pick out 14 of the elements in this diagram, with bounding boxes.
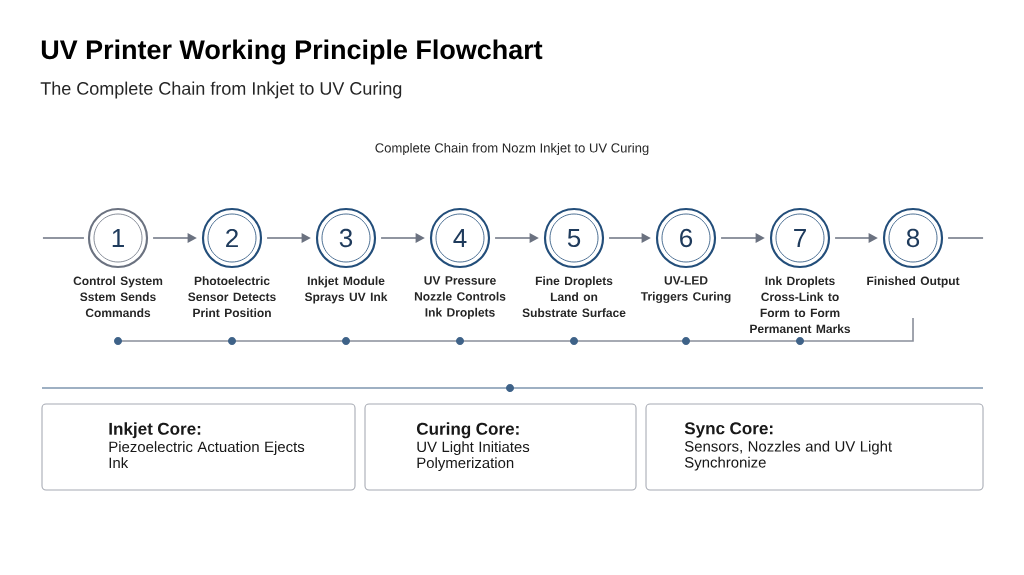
info-card: Sync Core: Sensors, Nozzles and UV Light Synchronize xyxy=(645,403,984,491)
title: UV Printer Working Principle Flowchart xyxy=(41,39,543,65)
chart-heading: Complete Chain from Nozm Inkjet to UV Curing xyxy=(375,142,649,156)
step-description: Fine Droplets Land on Substrate Surface xyxy=(522,276,626,318)
step-description: Finished Output xyxy=(867,276,960,288)
step-description: Photoelectric Sensor Detects Print Position xyxy=(188,276,276,318)
step-description: UV-LED Triggers Curing xyxy=(640,276,731,304)
step-description: Ink Droplets Cross-Link to Form to Form Permanent Marks xyxy=(750,276,851,334)
step-description: Inkjet Module Sprays UV Ink xyxy=(304,276,388,304)
info-card: Inkjet Core: Piezoelectric Actuation Ejects Ink xyxy=(41,403,356,491)
step-description: UV Pressure Nozzle Controls Ink Droplets xyxy=(414,276,506,319)
subtitle: The Complete Chain from Inkjet to UV Curing xyxy=(40,81,402,99)
info-card: Curing Core: UV Light Initiates Polymerization xyxy=(364,403,637,491)
step-description: Control System Sstem Sends Commands xyxy=(73,276,163,318)
